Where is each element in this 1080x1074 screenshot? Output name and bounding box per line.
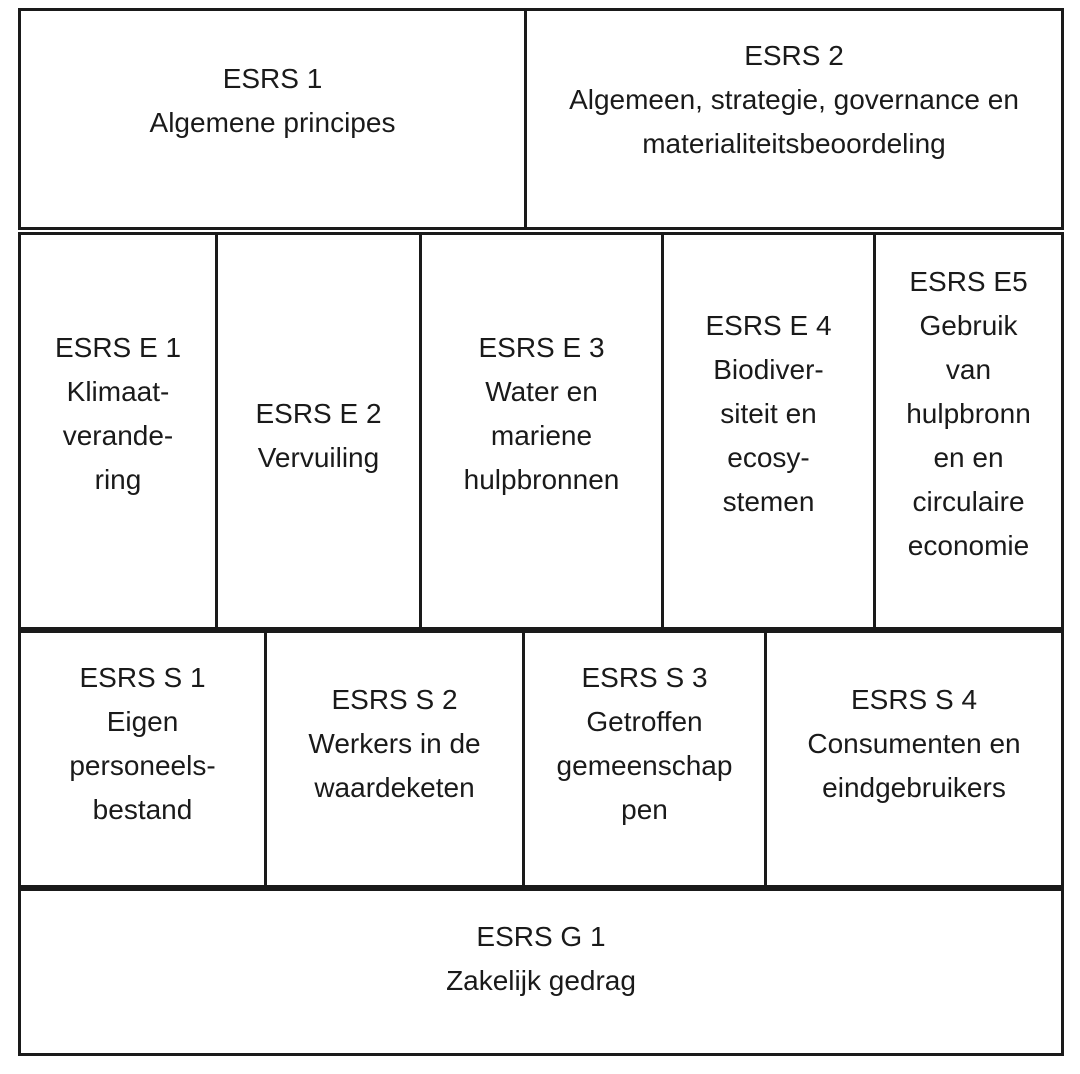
cell-code: ESRS E 1 (54, 332, 182, 363)
cell-code: ESRS E 2 (255, 398, 382, 429)
cell-esrs-s4: ESRS S 4 Consumenten en eindgebruikers (767, 633, 1061, 885)
cell-label: Consumenten en eindgebruikers (807, 728, 1021, 803)
cell-esrs-2: ESRS 2 Algemeen, strategie, governance e… (527, 11, 1061, 227)
cell-label: Eigen personeels- bestand (69, 706, 216, 825)
cell-label: Klimaat- verande- ring (62, 376, 174, 495)
cell-label: Werkers in de waardeketen (308, 728, 481, 803)
cell-code: ESRS E 4 (705, 310, 832, 341)
cell-label: Zakelijk gedrag (446, 965, 636, 996)
row-general-standards: ESRS 1 Algemene principes ESRS 2 Algemee… (18, 8, 1064, 230)
cell-label: Algemeen, strategie, governance en mater… (569, 84, 1019, 159)
cell-code: ESRS S 1 (79, 662, 206, 693)
row-environmental-standards: ESRS E 1 Klimaat- verande- ring ESRS E 2… (18, 232, 1064, 630)
cell-esrs-1: ESRS 1 Algemene principes (21, 11, 527, 227)
cell-esrs-e1: ESRS E 1 Klimaat- verande- ring (21, 235, 218, 627)
cell-esrs-s1: ESRS S 1 Eigen personeels- bestand (21, 633, 267, 885)
cell-code: ESRS 1 (222, 63, 323, 94)
cell-code: ESRS S 2 (331, 684, 458, 715)
cell-label: Biodiver- siteit en ecosy- stemen (713, 354, 824, 517)
cell-code: ESRS E 3 (478, 332, 605, 363)
cell-label: Algemene principes (149, 107, 396, 138)
cell-code: ESRS S 3 (581, 662, 708, 693)
esrs-standards-diagram: ESRS 1 Algemene principes ESRS 2 Algemee… (18, 8, 1064, 1056)
cell-label: Vervuiling (257, 442, 380, 473)
cell-code: ESRS E5 (909, 266, 1028, 297)
cell-esrs-e3: ESRS E 3 Water en mariene hulpbronnen (422, 235, 664, 627)
row-governance-standards: ESRS G 1 Zakelijk gedrag (18, 888, 1064, 1056)
row-social-standards: ESRS S 1 Eigen personeels- bestand ESRS … (18, 630, 1064, 888)
cell-code: ESRS G 1 (476, 921, 606, 952)
cell-code: ESRS 2 (744, 40, 844, 71)
cell-esrs-s3: ESRS S 3 Getroffen gemeenschap pen (525, 633, 767, 885)
cell-label: Gebruik van hulpbronn en en circulaire e… (906, 310, 1031, 561)
cell-label: Water en mariene hulpbronnen (463, 376, 620, 495)
cell-esrs-e5: ESRS E5 Gebruik van hulpbronn en en circ… (876, 235, 1061, 627)
cell-esrs-s2: ESRS S 2 Werkers in de waardeketen (267, 633, 525, 885)
cell-esrs-g1: ESRS G 1 Zakelijk gedrag (21, 891, 1061, 1053)
cell-label: Getroffen gemeenschap pen (556, 706, 733, 825)
cell-code: ESRS S 4 (850, 684, 978, 715)
cell-esrs-e2: ESRS E 2 Vervuiling (218, 235, 422, 627)
cell-esrs-e4: ESRS E 4 Biodiver- siteit en ecosy- stem… (664, 235, 876, 627)
